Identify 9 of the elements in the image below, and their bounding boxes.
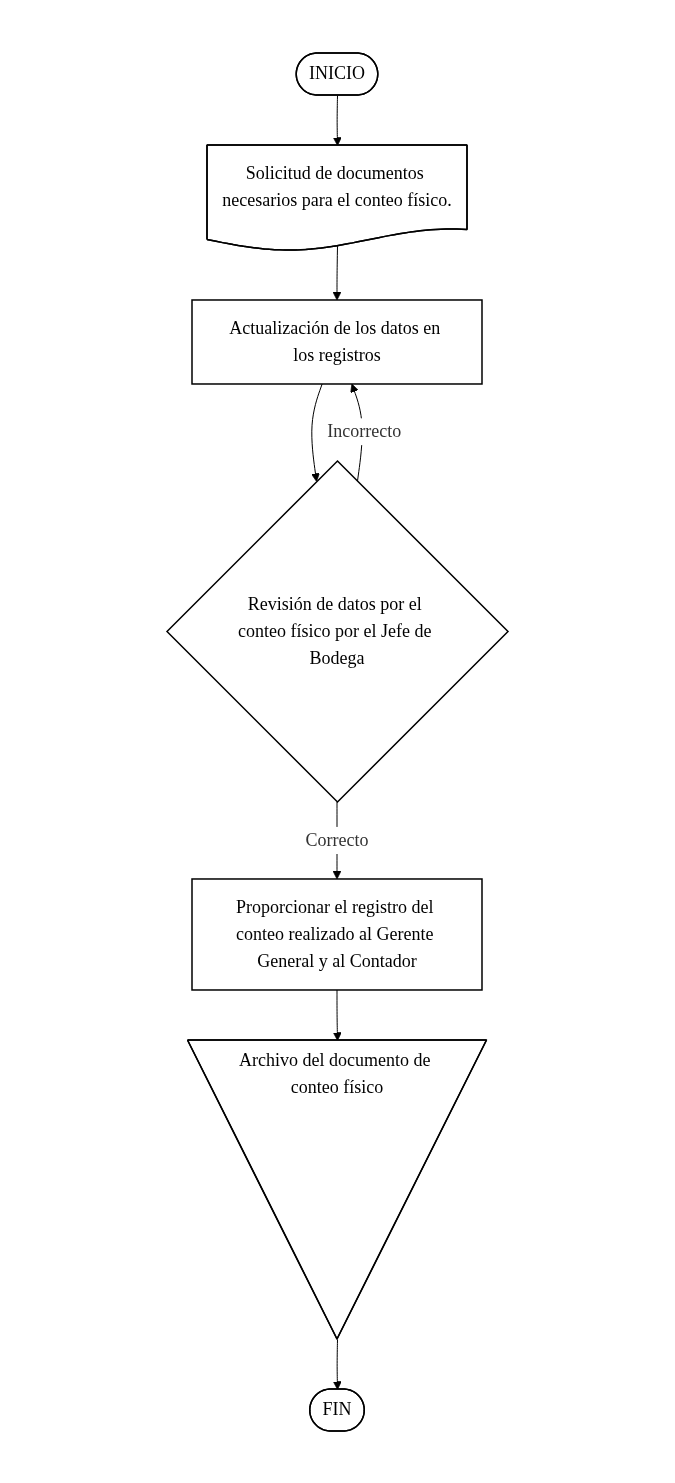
arrow [332, 245, 342, 300]
arrow [332, 1338, 342, 1390]
node-box: Proporcionar el registro del conteo realizado al Gerente General y al Contador [191, 877, 483, 991]
arrow [311, 383, 323, 482]
node-box: Actualización de los datos en los registros [191, 298, 483, 385]
arrow [332, 989, 342, 1041]
edge-label: Correcto [305, 829, 369, 850]
edge-label: Incorrecto [327, 420, 402, 441]
node-diamond: Revisión de datos por el conteo físico por el Jefe de Bodega [165, 459, 510, 803]
